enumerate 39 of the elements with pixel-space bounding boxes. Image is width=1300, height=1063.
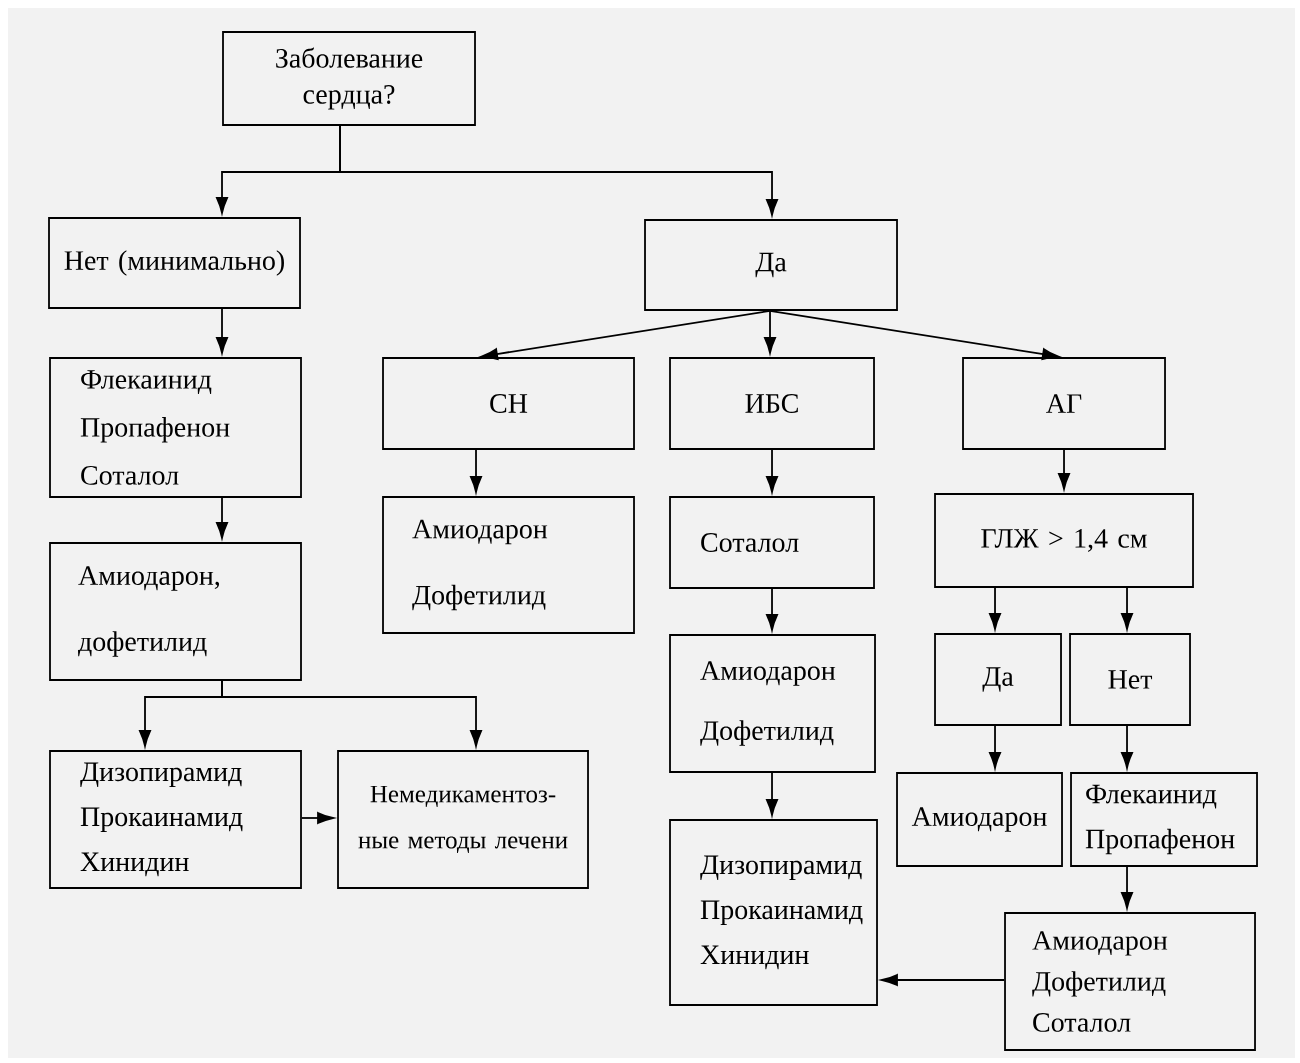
arrow xyxy=(216,308,228,354)
arrow xyxy=(766,772,778,816)
arrow xyxy=(221,680,482,747)
process-box: Амиодарон xyxy=(896,772,1063,867)
process-box: Амиодарон Дофетилид xyxy=(669,634,876,773)
process-box: Да xyxy=(934,633,1062,726)
arrow xyxy=(989,725,1001,769)
process-box: Немедикаментоз- ные методы лечени xyxy=(337,750,589,889)
process-box: Нет (минимально) xyxy=(48,217,301,309)
process-box: СН xyxy=(382,357,635,450)
arrow xyxy=(1121,866,1133,909)
process-box: ИБС xyxy=(669,357,875,450)
process-box: Дизопирамид Прокаинамид Хинидин xyxy=(669,819,878,1006)
process-box: Флекаинид Пропафенон xyxy=(1070,772,1258,867)
arrow xyxy=(339,125,778,216)
arrow xyxy=(989,587,1001,630)
process-box: Амиодарон Дофетилид xyxy=(382,496,635,634)
arrow xyxy=(301,812,334,824)
arrow xyxy=(481,310,771,360)
arrow xyxy=(769,310,1059,360)
arrow xyxy=(216,497,228,539)
arrow xyxy=(766,588,778,631)
process-box: Амиодарон Дофетилид Соталол xyxy=(1004,912,1256,1051)
arrow xyxy=(1121,587,1133,630)
process-box: АГ xyxy=(962,357,1166,450)
arrow xyxy=(766,449,778,493)
process-box: Флекаинид Пропафенон Соталол xyxy=(49,357,302,498)
process-box: Дизопирамид Прокаинамид Хинидин xyxy=(49,750,302,889)
arrow xyxy=(881,974,1005,986)
process-box: Да xyxy=(644,219,898,311)
process-box: Соталол xyxy=(669,496,875,589)
arrow xyxy=(470,449,482,493)
process-box: ГЛЖ > 1,4 см xyxy=(934,493,1194,588)
arrow xyxy=(1121,725,1133,769)
arrow xyxy=(1058,449,1070,490)
process-box: Амиодарон, дофетилид xyxy=(49,542,302,681)
process-box: Нет xyxy=(1069,633,1191,726)
process-box: Заболевание сердца? xyxy=(222,31,476,126)
arrow xyxy=(764,310,776,354)
